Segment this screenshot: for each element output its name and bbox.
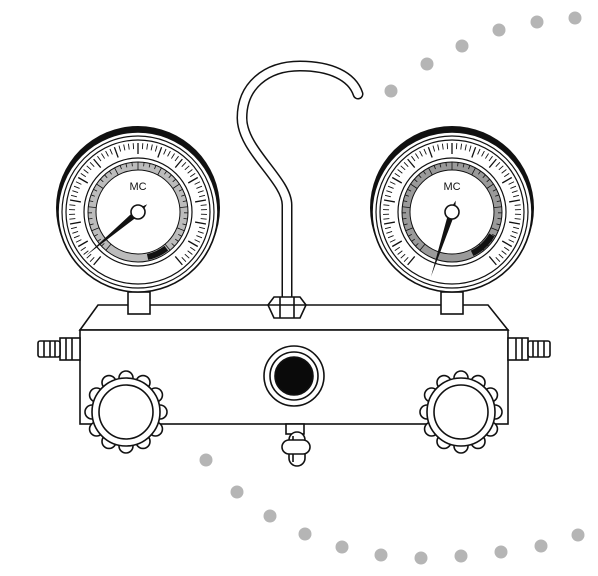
decorative-dot <box>375 549 388 562</box>
decorative-dot <box>531 16 544 29</box>
decorative-dot <box>421 58 434 71</box>
decorative-dot <box>231 486 244 499</box>
hanging-hook <box>242 66 358 296</box>
decorative-dot <box>493 24 506 37</box>
decorative-dot <box>572 529 585 542</box>
decorative-dot <box>264 510 277 523</box>
decorative-dots-top <box>385 12 582 98</box>
decorative-dot <box>415 552 428 565</box>
decorative-dot <box>495 546 508 559</box>
decorative-dot <box>569 12 582 25</box>
hex-nut <box>268 297 306 318</box>
decorative-dot <box>455 550 468 563</box>
decorative-dot <box>336 541 349 554</box>
right-gauge-stem <box>441 292 463 314</box>
sight-glass <box>264 346 324 406</box>
decorative-dot <box>456 40 469 53</box>
high-side-gauge <box>370 126 534 292</box>
right-hose-fitting <box>508 338 550 360</box>
left-gauge-stem <box>128 292 150 314</box>
decorative-dot <box>200 454 213 467</box>
decorative-dot <box>385 85 398 98</box>
left-gauge-brand-label: MC <box>129 181 146 193</box>
center-service-port <box>282 424 310 466</box>
right-gauge-brand-label: MC <box>443 181 460 193</box>
decorative-dot <box>299 528 312 541</box>
low-side-gauge <box>56 126 220 292</box>
decorative-dot <box>535 540 548 553</box>
decorative-dots-bottom <box>200 454 585 565</box>
left-hose-fitting <box>38 338 80 360</box>
